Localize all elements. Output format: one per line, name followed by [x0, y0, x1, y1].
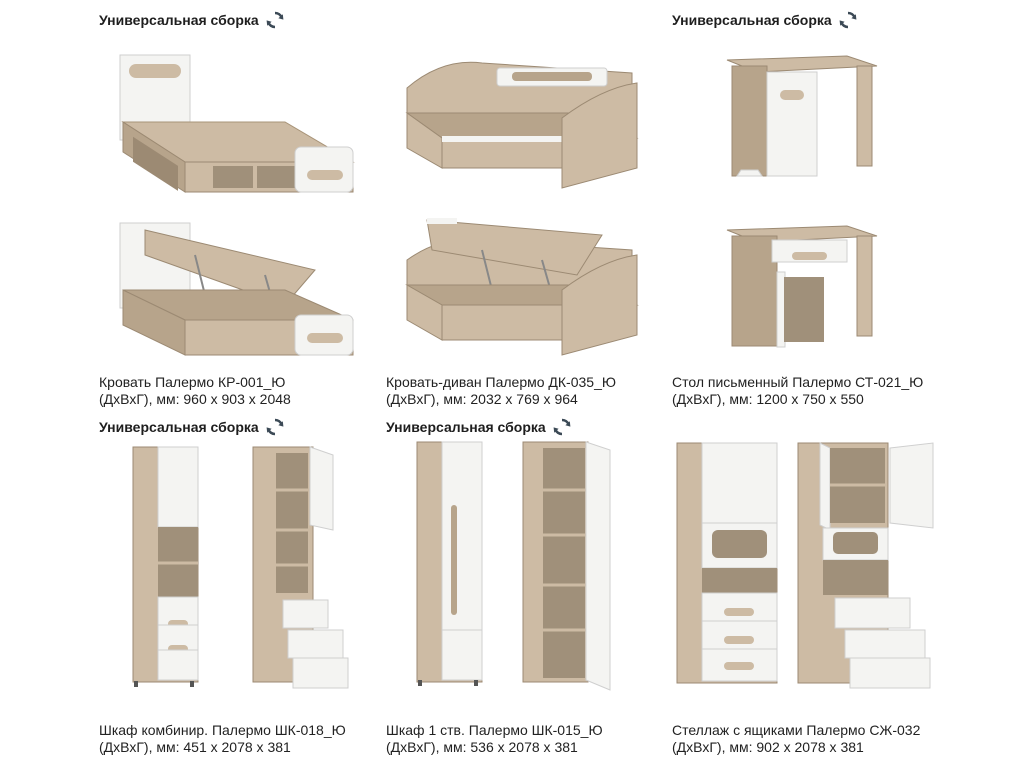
product-name: Шкаф 1 ств. Палермо ШК-015_Ю: [386, 722, 603, 738]
product-dimensions: (ДхВхГ), мм: 902 х 2078 х 381: [672, 739, 864, 755]
sync-icon: [838, 10, 858, 30]
shelving-closed-image: [676, 442, 778, 684]
bed-closed-image: [119, 54, 355, 193]
product-caption-shelving: Стеллаж с ящиками Палермо СЖ-032 (ДхВхГ)…: [672, 722, 972, 756]
product-dimensions: (ДхВхГ), мм: 2032 х 769 х 964: [386, 391, 578, 407]
product-name: Стол письменный Палермо СТ-021_Ю: [672, 374, 924, 390]
product-caption-bed: Кровать Палермо КР-001_Ю (ДхВхГ), мм: 96…: [99, 374, 399, 408]
assembly-badge-combo-cabinet: Универсальная сборка: [99, 417, 285, 437]
assembly-badge-wardrobe: Универсальная сборка: [386, 417, 572, 437]
wardrobe-closed-image: [416, 441, 483, 686]
combo-cabinet-closed-image: [132, 446, 199, 687]
sync-icon: [552, 417, 572, 437]
product-caption-wardrobe: Шкаф 1 ств. Палермо ШК-015_Ю (ДхВхГ), мм…: [386, 722, 686, 756]
badge-label: Универсальная сборка: [672, 12, 832, 28]
sofa-bed-closed-image: [405, 61, 639, 189]
product-name: Шкаф комбинир. Палермо ШК-018_Ю: [99, 722, 346, 738]
assembly-badge-desk: Универсальная сборка: [672, 10, 858, 30]
product-dimensions: (ДхВхГ), мм: 1200 х 750 х 550: [672, 391, 864, 407]
badge-label: Универсальная сборка: [99, 419, 259, 435]
product-dimensions: (ДхВхГ), мм: 451 х 2078 х 381: [99, 739, 291, 755]
wardrobe-open-image: [522, 441, 611, 691]
product-name: Стеллаж с ящиками Палермо СЖ-032: [672, 722, 921, 738]
badge-label: Универсальная сборка: [386, 419, 546, 435]
bed-open-image: [119, 222, 354, 356]
product-caption-desk: Стол письменный Палермо СТ-021_Ю (ДхВхГ)…: [672, 374, 972, 408]
desk-closed-image: [726, 55, 878, 177]
badge-label: Универсальная сборка: [99, 12, 259, 28]
sofa-bed-open-image: [405, 218, 639, 356]
sync-icon: [265, 10, 285, 30]
sync-icon: [265, 417, 285, 437]
product-dimensions: (ДхВхГ), мм: 960 х 903 х 2048: [99, 391, 291, 407]
product-caption-combo-cabinet: Шкаф комбинир. Палермо ШК-018_Ю (ДхВхГ),…: [99, 722, 399, 756]
product-name: Кровать-диван Палермо ДК-035_Ю: [386, 374, 617, 390]
combo-cabinet-open-image: [252, 446, 349, 689]
product-dimensions: (ДхВхГ), мм: 536 х 2078 х 381: [386, 739, 578, 755]
product-name: Кровать Палермо КР-001_Ю: [99, 374, 286, 390]
product-caption-sofa-bed: Кровать-диван Палермо ДК-035_Ю (ДхВхГ), …: [386, 374, 686, 408]
desk-open-image: [726, 225, 878, 348]
shelving-open-image: [797, 442, 934, 689]
assembly-badge-bed: Универсальная сборка: [99, 10, 285, 30]
